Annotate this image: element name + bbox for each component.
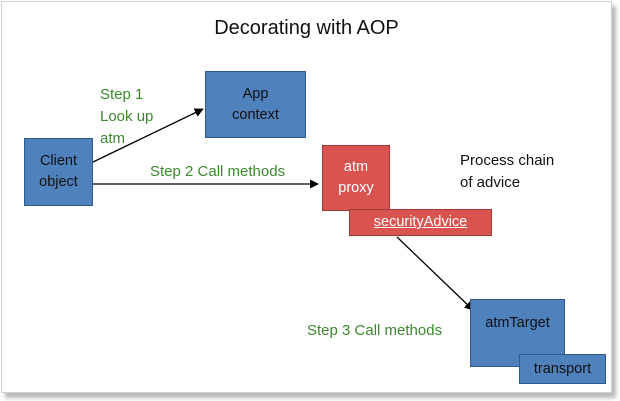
arrow-security-advice-to-atm-target: [396, 236, 474, 311]
step3-label: Step 3 Call methods: [307, 322, 443, 339]
client-object-line-2: object: [39, 174, 78, 190]
process-chain-label: Process chain of advice: [460, 150, 554, 194]
step1-label: Step 1 Look up atm: [100, 84, 153, 150]
step2-label: Step 2 Call methods: [150, 163, 286, 180]
atm-proxy-line-1: atm: [343, 159, 369, 175]
security-advice-box: securityAdvice: [349, 209, 492, 236]
process-chain-line-2: of advice: [460, 174, 521, 191]
diagram-title: Decorating with AOP: [214, 17, 399, 39]
step1-line-3: atm: [100, 130, 126, 147]
atm-proxy-box: atm proxy: [322, 145, 390, 211]
security-advice-label: securityAdvice: [373, 214, 468, 230]
slide-panel: Decorating with AOP Client object App co…: [1, 1, 612, 393]
process-chain-line-1: Process chain: [460, 152, 555, 169]
atm-target-label: atmTarget: [485, 315, 550, 331]
transport-label: transport: [533, 360, 592, 377]
client-object-line-1: Client: [39, 153, 78, 169]
client-object-box: Client object: [24, 138, 93, 206]
transport-box: transport: [519, 354, 606, 384]
arrow-client-to-app-context: [92, 108, 204, 163]
arrow-layer: [92, 108, 474, 311]
step1-line-1: Step 1: [100, 86, 144, 103]
app-context-line-2: context: [232, 106, 279, 123]
step1-line-2: Look up: [100, 108, 154, 125]
atm-proxy-line-2: proxy: [338, 180, 374, 196]
app-context-line-1: App: [242, 85, 269, 102]
atm-target-box: atmTarget: [470, 299, 565, 367]
app-context-box: App context: [205, 71, 306, 138]
